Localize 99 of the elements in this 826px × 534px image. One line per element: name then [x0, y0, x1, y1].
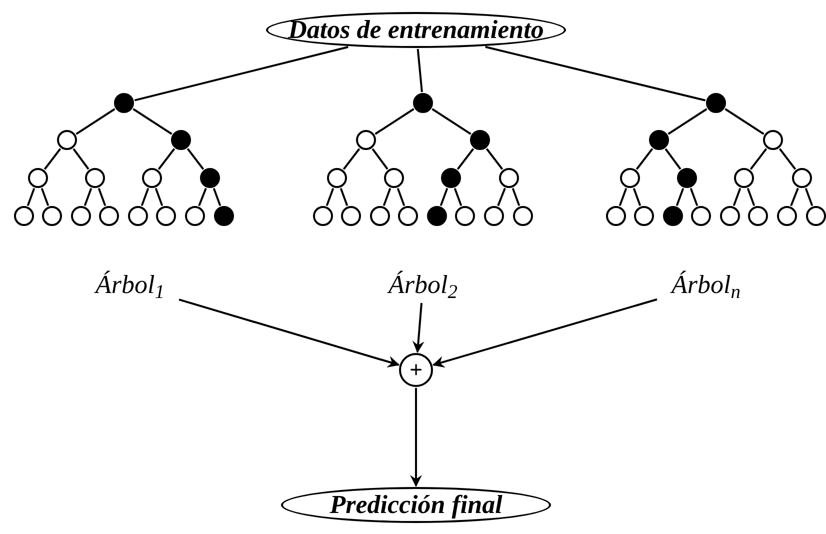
connector-line — [98, 188, 106, 206]
empty-tree-node — [327, 168, 347, 188]
connector-line — [497, 188, 506, 206]
empty-tree-node — [499, 168, 519, 188]
arrow — [412, 302, 424, 354]
empty-tree-node — [455, 206, 475, 226]
empty-tree-node — [734, 168, 754, 188]
empty-tree-node — [99, 206, 119, 226]
connector-line — [676, 188, 684, 206]
empty-tree-node — [28, 168, 48, 188]
connector-line — [636, 148, 654, 170]
connector-line — [732, 188, 742, 206]
connector-line — [746, 188, 756, 206]
empty-tree-node — [356, 130, 376, 150]
connector-line — [440, 188, 448, 206]
filled-tree-node — [200, 168, 220, 188]
connector-line — [340, 188, 348, 206]
connector-line — [76, 108, 116, 135]
empty-tree-node — [806, 206, 826, 226]
filled-tree-node — [413, 93, 433, 113]
empty-tree-node — [156, 206, 176, 226]
empty-tree-node — [85, 168, 105, 188]
empty-tree-node — [142, 168, 162, 188]
filled-tree-node — [214, 206, 234, 226]
connector-line — [44, 148, 62, 170]
connector-line — [198, 188, 207, 206]
input-ellipse: Datos de entrenamiento — [266, 12, 566, 48]
connector-line — [132, 108, 172, 135]
connector-line — [690, 188, 698, 206]
connector-line — [456, 148, 474, 170]
empty-tree-node — [606, 206, 626, 226]
filled-tree-node — [171, 130, 191, 150]
arrow — [410, 388, 422, 487]
empty-tree-node — [513, 206, 533, 226]
connector-line — [374, 108, 414, 135]
connector-line — [416, 48, 423, 92]
connector-line — [432, 108, 472, 135]
empty-tree-node — [634, 206, 654, 226]
empty-tree-node — [341, 206, 361, 226]
connector-line — [486, 148, 504, 170]
connector-line — [664, 148, 682, 170]
empty-tree-node — [748, 206, 768, 226]
connector-line — [212, 188, 222, 206]
empty-tree-node — [763, 130, 783, 150]
connector-line — [724, 108, 764, 135]
empty-tree-node — [384, 168, 404, 188]
filled-tree-node — [114, 93, 134, 113]
filled-tree-node — [427, 206, 447, 226]
filled-tree-node — [470, 130, 490, 150]
connector-line — [778, 148, 796, 170]
filled-tree-node — [677, 168, 697, 188]
empty-tree-node — [71, 206, 91, 226]
tree-label: Árbol$_{n}$ — [658, 268, 754, 302]
connector-line — [134, 46, 348, 102]
empty-tree-node — [792, 168, 812, 188]
connector-line — [154, 188, 164, 206]
empty-tree-node — [313, 206, 333, 226]
arrow — [178, 298, 400, 368]
tree-label: Árbol$_{1}$ — [82, 268, 178, 302]
connector-line — [382, 188, 392, 206]
empty-tree-node — [14, 206, 34, 226]
connector-line — [804, 188, 814, 206]
connector-line — [40, 188, 50, 206]
connector-line — [26, 188, 36, 206]
connector-line — [632, 188, 642, 206]
filled-tree-node — [706, 93, 726, 113]
connector-line — [396, 188, 406, 206]
connector-line — [454, 188, 462, 206]
empty-tree-node — [777, 206, 797, 226]
connector-line — [618, 188, 628, 206]
filled-tree-node — [441, 168, 461, 188]
connector-line — [668, 108, 708, 135]
empty-tree-node — [620, 168, 640, 188]
connector-line — [750, 148, 768, 170]
tree-label: Árbol$_{2}$ — [375, 268, 471, 302]
empty-tree-node — [57, 130, 77, 150]
empty-tree-node — [484, 206, 504, 226]
connector-line — [790, 188, 799, 206]
connector-line — [140, 188, 150, 206]
empty-tree-node — [398, 206, 418, 226]
filled-tree-node — [663, 206, 683, 226]
connector-line — [512, 188, 520, 206]
empty-tree-node — [720, 206, 740, 226]
connector-line — [372, 148, 388, 170]
output-ellipse: Predicción final — [281, 487, 551, 523]
connector-line — [186, 148, 204, 170]
empty-tree-node — [128, 206, 148, 226]
connector-line — [84, 188, 92, 206]
connector-line — [485, 46, 706, 102]
arrow — [432, 298, 658, 368]
connector-line — [158, 148, 176, 170]
connector-line — [342, 148, 360, 170]
connector-line — [326, 188, 334, 206]
empty-tree-node — [42, 206, 62, 226]
empty-tree-node — [370, 206, 390, 226]
filled-tree-node — [649, 130, 669, 150]
empty-tree-node — [691, 206, 711, 226]
connector-line — [72, 148, 90, 170]
empty-tree-node — [185, 206, 205, 226]
